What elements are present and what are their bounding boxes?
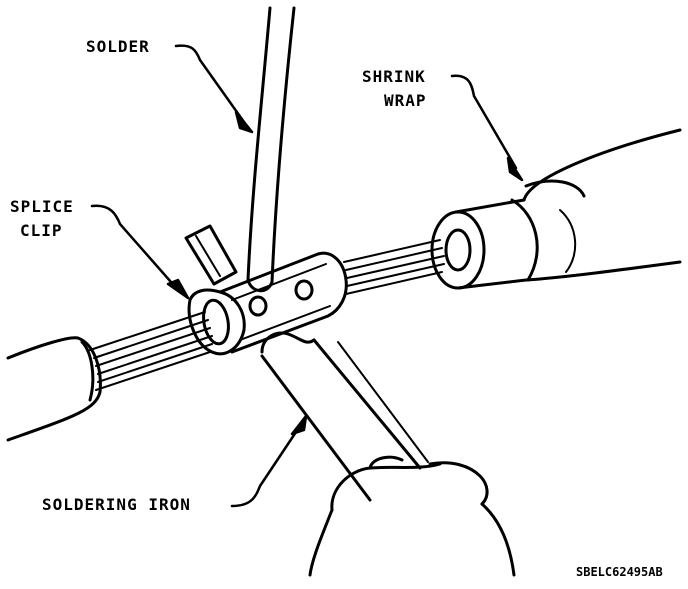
splice-clip bbox=[184, 224, 348, 356]
label-soldering-iron: SOLDERING IRON bbox=[42, 495, 191, 514]
leader-soldering-iron bbox=[230, 414, 308, 508]
label-splice-clip-line2: CLIP bbox=[20, 221, 63, 240]
right-strands bbox=[343, 239, 445, 295]
label-splice-clip-line1: SPLICE bbox=[10, 197, 74, 216]
solder-wire bbox=[246, 6, 296, 293]
leader-splice-clip bbox=[90, 204, 190, 300]
left-wire bbox=[6, 336, 102, 442]
figure-code: SBELC62495AB bbox=[576, 565, 663, 579]
label-shrink-wrap-line2: WRAP bbox=[384, 91, 427, 110]
label-solder: SOLDER bbox=[86, 37, 150, 56]
leader-shrink-wrap bbox=[450, 74, 524, 182]
left-strands bbox=[89, 311, 213, 391]
label-shrink-wrap-line1: SHRINK bbox=[362, 67, 426, 86]
leader-solder bbox=[174, 44, 254, 134]
right-wire-shrink-wrap bbox=[430, 128, 682, 290]
soldering-iron bbox=[260, 331, 516, 577]
